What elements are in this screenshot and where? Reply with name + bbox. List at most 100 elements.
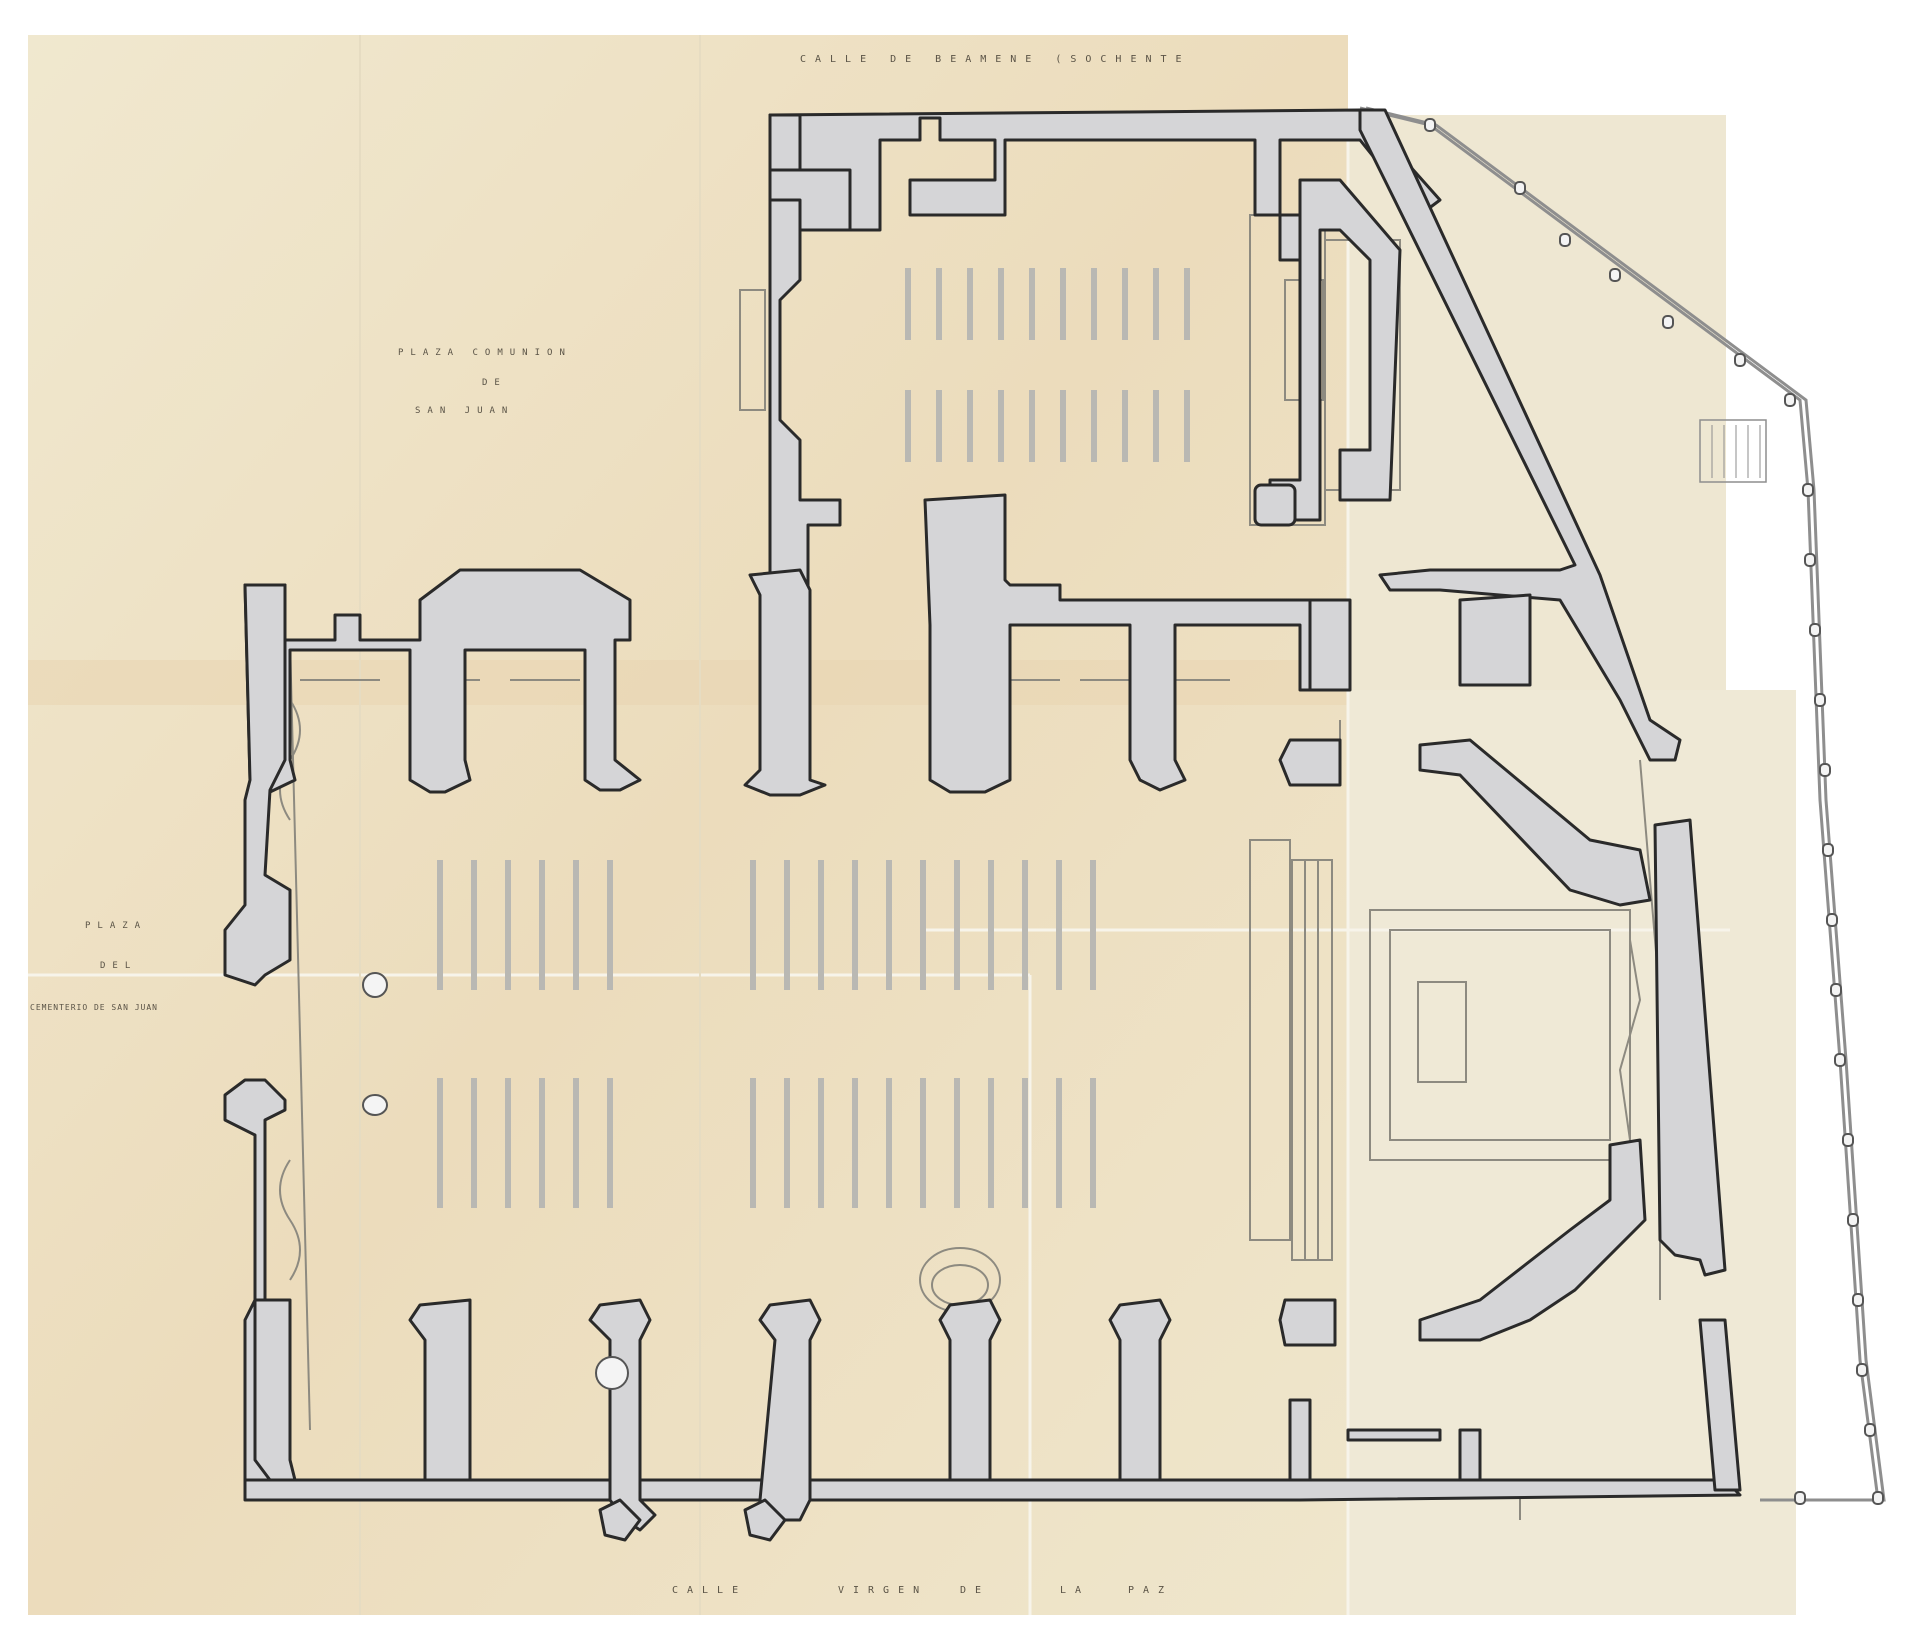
fence-post <box>1856 1363 1868 1377</box>
pew <box>905 268 911 340</box>
fence-post <box>1784 393 1796 407</box>
pew <box>437 860 443 990</box>
column-west-2 <box>362 1094 388 1116</box>
pew <box>852 1078 858 1208</box>
pier-south-1 <box>253 1298 297 1482</box>
pew <box>784 860 790 990</box>
pew <box>1029 268 1035 340</box>
fence-post <box>1802 483 1814 497</box>
fence-post <box>1514 181 1526 195</box>
nave-north-wall <box>243 568 642 794</box>
pew <box>967 268 973 340</box>
pew <box>920 1078 926 1208</box>
pew <box>886 1078 892 1208</box>
buttress-south-2 <box>743 1498 787 1542</box>
pew <box>750 860 756 990</box>
pier-north-middle <box>743 568 827 797</box>
pew <box>988 860 994 990</box>
pew <box>1091 268 1097 340</box>
east-side-wall <box>1653 818 1727 1277</box>
plaza-west-label-1: PLAZA <box>85 921 147 931</box>
pew <box>471 1078 477 1208</box>
fence-post <box>1819 763 1831 777</box>
pew <box>784 1078 790 1208</box>
fence-post <box>1804 553 1816 567</box>
pew <box>905 390 911 462</box>
pew <box>573 1078 579 1208</box>
pew <box>573 860 579 990</box>
pew <box>936 390 942 462</box>
fence-post <box>1847 1213 1859 1227</box>
pew <box>954 1078 960 1208</box>
pew <box>954 860 960 990</box>
fence-post <box>1814 693 1826 707</box>
pews <box>437 268 1190 1208</box>
fence-post <box>1734 353 1746 367</box>
column-west-1 <box>362 972 388 998</box>
outer-fence <box>1359 106 1886 1502</box>
pew <box>1022 1078 1028 1208</box>
pew <box>998 390 1004 462</box>
pew <box>1060 268 1066 340</box>
pew <box>539 860 545 990</box>
pew <box>998 268 1004 340</box>
bottom-street-label-2: VIRGEN <box>838 1585 928 1596</box>
fence-post <box>1609 268 1621 282</box>
fence-post <box>1559 233 1571 247</box>
bottom-street-label-1: CALLE <box>672 1585 747 1596</box>
pier-south-3 <box>588 1298 657 1532</box>
pew <box>505 860 511 990</box>
plaza-north-label-3: SAN JUAN <box>415 406 514 416</box>
pier-south-5 <box>938 1298 1002 1482</box>
nave-south-wall <box>243 1478 1742 1502</box>
pew <box>1056 860 1062 990</box>
pew <box>1122 268 1128 340</box>
pew <box>607 1078 613 1208</box>
nave-west-wall <box>223 583 292 987</box>
pew <box>1056 1078 1062 1208</box>
pier-south-6 <box>1108 1298 1172 1482</box>
pew <box>505 1078 511 1208</box>
upper-chapel-walls <box>768 108 1442 522</box>
pew <box>920 860 926 990</box>
pier-south-4 <box>758 1298 822 1522</box>
pew <box>437 1078 443 1208</box>
fence-post <box>1852 1293 1864 1307</box>
fence-post <box>1794 1491 1806 1505</box>
bottom-street-label-3: DE <box>960 1585 990 1596</box>
pew <box>1022 860 1028 990</box>
apse-wall-south <box>1418 1138 1647 1342</box>
fence-post <box>1872 1491 1884 1505</box>
apse-wall-north <box>1418 738 1652 907</box>
fence-post <box>1809 623 1821 637</box>
pew <box>1029 390 1035 462</box>
plaza-west-label-2: DEL <box>100 961 137 971</box>
pew <box>1184 268 1190 340</box>
pew <box>852 860 858 990</box>
fence-post <box>1826 913 1838 927</box>
pew <box>988 1078 994 1208</box>
fence-post <box>1830 983 1842 997</box>
fence-post <box>1834 1053 1846 1067</box>
pew <box>967 390 973 462</box>
pew <box>818 860 824 990</box>
pew <box>750 1078 756 1208</box>
upper-chapel-pier-sw <box>923 493 1332 794</box>
bottom-street-label-4: LA <box>1060 1585 1090 1596</box>
fence-posts <box>1424 118 1884 1505</box>
font-circle <box>595 1356 629 1390</box>
pew <box>1060 390 1066 462</box>
pew <box>1153 390 1159 462</box>
pew <box>539 1078 545 1208</box>
plaza-north-label-1: PLAZA COMUNION <box>398 348 572 358</box>
buttress-south-1 <box>598 1498 642 1542</box>
pier-south-2 <box>408 1298 472 1482</box>
pew <box>1122 390 1128 462</box>
east-diagonal-wall <box>1358 108 1682 762</box>
plaza-north-label-2: DE <box>482 378 507 388</box>
top-street-label: CALLE DE BEAMENE (SOCHENTE <box>800 54 1191 65</box>
pier-north-east <box>1308 598 1352 692</box>
fence-post <box>1864 1423 1876 1437</box>
fence-post <box>1662 315 1674 329</box>
